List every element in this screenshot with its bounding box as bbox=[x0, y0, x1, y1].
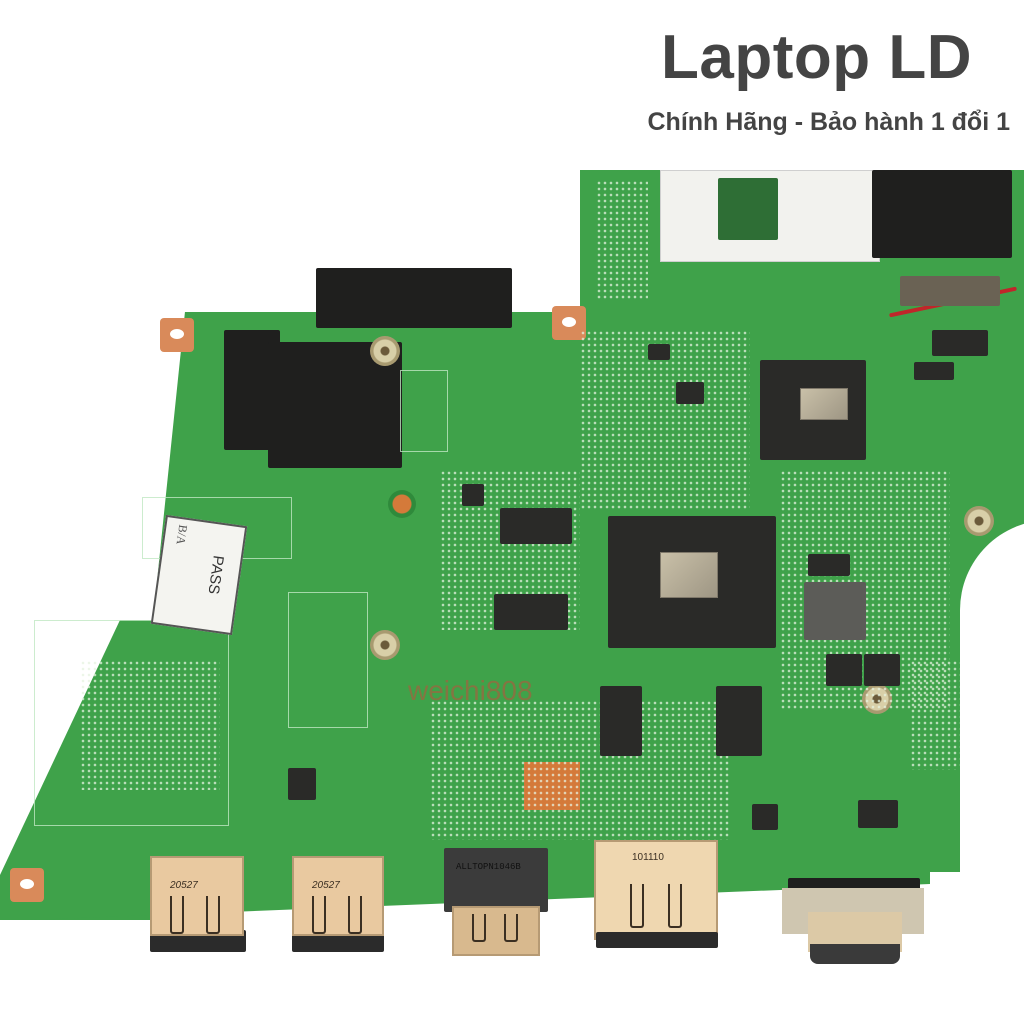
mounting-hole bbox=[10, 868, 44, 902]
small-ic bbox=[648, 344, 670, 360]
usb-port-code: 20527 bbox=[312, 880, 340, 891]
hdmi-port-code: ALLTOPN1046B bbox=[456, 862, 521, 872]
vram-chip bbox=[600, 686, 642, 756]
inductor bbox=[804, 582, 866, 640]
sata-connector bbox=[316, 268, 512, 328]
brand-title: Laptop LD bbox=[661, 23, 972, 92]
small-ic bbox=[864, 654, 900, 686]
standoff-screw bbox=[370, 336, 400, 366]
usb-port-code: 20527 bbox=[170, 880, 198, 891]
small-ic bbox=[676, 382, 704, 404]
socket-center bbox=[718, 178, 778, 240]
qc-handwriting: B/A bbox=[173, 523, 191, 546]
small-ic bbox=[752, 804, 778, 830]
smd-cluster bbox=[580, 330, 750, 510]
cpu-heat-plate bbox=[872, 170, 1012, 258]
small-ic bbox=[826, 654, 862, 686]
silkscreen-box bbox=[34, 620, 229, 826]
gpu-die bbox=[660, 552, 718, 598]
standoff-screw bbox=[964, 506, 994, 536]
watermark-text: weichi808 bbox=[408, 675, 533, 706]
usb-contact-slot bbox=[348, 896, 362, 934]
mounting-hole bbox=[160, 318, 194, 352]
hdmi-contact-slot bbox=[472, 914, 486, 942]
small-ic bbox=[288, 768, 316, 800]
silkscreen-box bbox=[288, 592, 368, 728]
smd-cluster bbox=[430, 700, 730, 840]
smd-cluster bbox=[596, 180, 648, 300]
usb-contact-slot bbox=[312, 896, 326, 934]
vram-chip bbox=[716, 686, 762, 756]
copper-pad bbox=[388, 490, 416, 518]
usb-port: 20527 bbox=[292, 856, 384, 936]
small-ic bbox=[932, 330, 988, 356]
qc-pass-sticker: B/A PASS bbox=[150, 514, 248, 636]
rtc-connector bbox=[900, 276, 1000, 306]
silkscreen-box bbox=[400, 370, 448, 452]
standoff-screw bbox=[370, 630, 400, 660]
small-ic bbox=[858, 800, 898, 828]
smd-cluster bbox=[80, 660, 220, 790]
qc-pass-label: PASS bbox=[204, 554, 227, 596]
vga-pins bbox=[810, 944, 900, 964]
hdmi-port-mouth bbox=[452, 906, 540, 956]
board-cutout bbox=[960, 520, 1024, 900]
hdmi-port: ALLTOPN1046B bbox=[444, 848, 548, 912]
smd-cluster bbox=[910, 660, 960, 770]
ethernet-contact-slot bbox=[668, 884, 682, 928]
ethernet-port-code: 101110 bbox=[632, 852, 664, 863]
usb-contact-slot bbox=[170, 896, 184, 934]
chipset-die bbox=[800, 388, 848, 420]
small-ic bbox=[462, 484, 484, 506]
brand-subtitle: Chính Hãng - Bảo hành 1 đổi 1 bbox=[647, 108, 1011, 136]
usb-port: 20527 bbox=[150, 856, 244, 936]
small-ic bbox=[808, 554, 850, 576]
ethernet-port: 101110 bbox=[594, 840, 718, 940]
vram-chip bbox=[494, 594, 568, 630]
vram-chip bbox=[500, 508, 572, 544]
hdmi-contact-slot bbox=[504, 914, 518, 942]
small-ic bbox=[914, 362, 954, 380]
ethernet-port-base bbox=[596, 932, 718, 948]
usb-contact-slot bbox=[206, 896, 220, 934]
ethernet-contact-slot bbox=[630, 884, 644, 928]
